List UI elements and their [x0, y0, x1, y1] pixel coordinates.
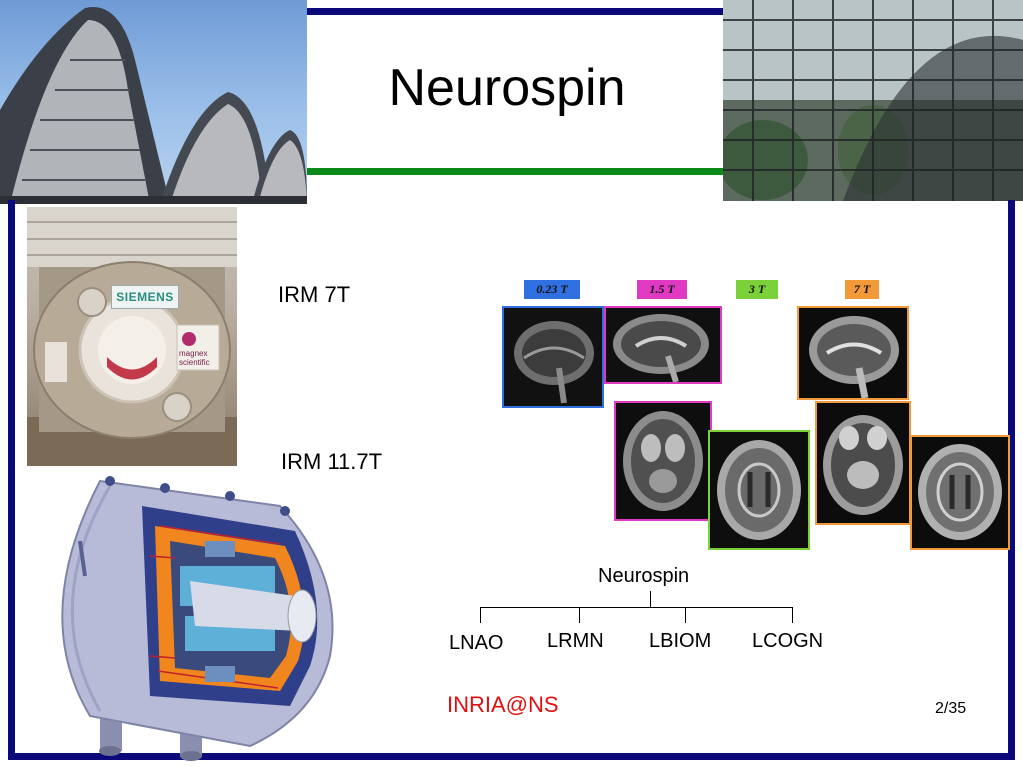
- magnex-badge: magnex scientific: [179, 349, 210, 367]
- siemens-logo: SIEMENS: [111, 285, 179, 309]
- slide-title: Neurospin: [388, 59, 626, 117]
- mri-sagittal-1-5t: [604, 306, 722, 384]
- tag-7t: 7 T: [845, 280, 879, 299]
- org-connector-lbiom: [685, 607, 686, 623]
- mri-axial-7t-b: [910, 435, 1010, 550]
- mri-axial-3t: [708, 430, 810, 550]
- mri-sagittal-7t: [797, 306, 909, 400]
- mri-sagittal-0-23t: [502, 306, 604, 408]
- org-node-lnao: LNAO: [449, 632, 504, 654]
- org-connector-lrmn: [579, 607, 580, 623]
- tag-3t: 3 T: [736, 280, 778, 299]
- tag-0-23t: 0.23 T: [524, 280, 580, 299]
- page-number: 2/35: [935, 700, 967, 717]
- architecture-photo-right: [723, 0, 1023, 201]
- inria-ns-label: INRIA@NS: [447, 692, 559, 717]
- tag-1-5t: 1.5 T: [637, 280, 687, 299]
- magnet-cad-rendering: [30, 466, 344, 766]
- org-connector-bar: [480, 607, 793, 608]
- irm-11-7t-label: IRM 11.7T: [281, 449, 383, 474]
- irm-7t-label: IRM 7T: [278, 282, 351, 307]
- org-connector-lnao: [480, 607, 481, 623]
- slide-border-left: [8, 200, 15, 760]
- org-root: Neurospin: [598, 565, 690, 587]
- org-node-lbiom: LBIOM: [649, 630, 712, 652]
- org-node-lcogn: LCOGN: [752, 630, 824, 652]
- org-node-lrmn: LRMN: [547, 630, 604, 652]
- org-connector-root: [650, 591, 651, 607]
- slide-border-bottom: [8, 753, 1015, 760]
- title-bottom-rule: [307, 168, 723, 175]
- architecture-photo-left: [0, 0, 307, 204]
- siemens-scanner-photo: SIEMENS magnex scientific: [27, 207, 237, 466]
- mri-axial-7t-a: [815, 401, 911, 525]
- mri-axial-1-5t: [614, 401, 712, 521]
- org-connector-lcogn: [792, 607, 793, 623]
- title-top-rule: [307, 8, 723, 15]
- slide-border-right: [1008, 200, 1015, 760]
